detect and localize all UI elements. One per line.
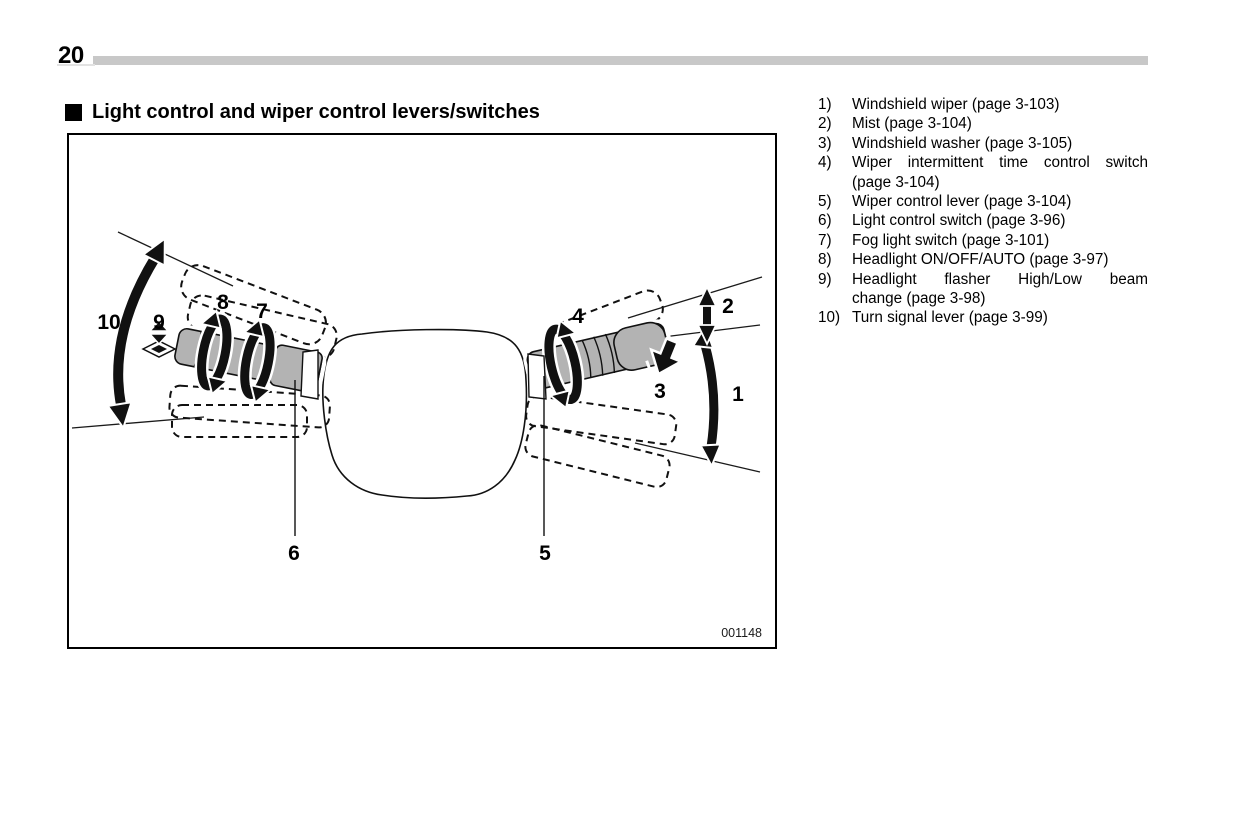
- legend-item-line: Mist (page 3-104): [852, 115, 972, 133]
- legend-item-text: Wiper intermittent time control switch(p…: [852, 153, 1148, 192]
- washer-push-arrow-icon: [645, 336, 684, 386]
- callout-5: 5: [539, 542, 551, 565]
- legend-item-text: Headlight flasher High/Low beam change (p…: [852, 270, 1148, 309]
- figure-box: 1 2 3 4 5 6 7 8 9 10 001148: [67, 133, 777, 649]
- legend-item-line: Fog light switch (page 3-101): [852, 231, 1050, 249]
- legend-item: 9) Headlight flasher High/Low beam change …: [818, 270, 1150, 309]
- legend-item-number: 3): [818, 134, 832, 152]
- legend-item-number: 10): [818, 309, 841, 327]
- legend-item-line: Wiper intermittent time control switch: [852, 154, 1148, 172]
- legend-item-text: Windshield wiper (page 3-103): [852, 95, 1148, 114]
- legend-item: 4) Wiper intermittent time control switch…: [818, 153, 1150, 192]
- callout-3: 3: [654, 380, 666, 403]
- callout-10: 10: [97, 311, 120, 334]
- callout-2: 2: [722, 295, 734, 318]
- fog-light-switch-ring: [237, 317, 278, 405]
- legend-item-number: 4): [818, 154, 832, 172]
- steering-column-diagram: 1 2 3 4 5 6 7 8 9 10: [71, 231, 763, 565]
- legend-item-line: Windshield wiper (page 3-103): [852, 96, 1060, 113]
- legend-item-number: 2): [818, 115, 832, 133]
- headlight-flasher-icon: [141, 319, 177, 358]
- legend-item-line: Light control switch (page 3-96): [852, 212, 1066, 230]
- section-title-text: Light control and wiper control levers/s…: [92, 101, 540, 123]
- legend-item-text: Wiper control lever (page 3-104): [852, 192, 1148, 211]
- legend-item-line: (page 3-104): [852, 173, 940, 191]
- legend-item-text: Fog light switch (page 3-101): [852, 231, 1148, 250]
- section-title: Light control and wiper control levers/s…: [65, 101, 540, 124]
- legend-item-text: Mist (page 3-104): [852, 114, 1148, 133]
- header-bar: [93, 56, 1148, 65]
- callout-lines: [294, 376, 545, 536]
- header-rule: [57, 64, 95, 66]
- callout-4: 4: [572, 305, 584, 328]
- legend-item: 10) Turn signal lever (page 3-99): [818, 308, 1150, 327]
- callout-7: 7: [256, 300, 268, 323]
- figure-code: 001148: [721, 626, 762, 640]
- legend-item-number: 8): [818, 251, 832, 269]
- section-marker-icon: [65, 104, 82, 121]
- legend-item: 3) Windshield washer (page 3-105): [818, 134, 1150, 153]
- legend-item: 8) Headlight ON/OFF/AUTO (page 3-97): [818, 250, 1150, 269]
- callout-labels: 1 2 3 4 5 6 7 8 9 10: [97, 291, 744, 565]
- callout-1: 1: [732, 383, 744, 406]
- legend-item-line: Headlight flasher High/Low beam: [852, 270, 1148, 288]
- legend-item-number: 7): [818, 231, 832, 249]
- legend-item-text: Windshield washer (page 3-105): [852, 134, 1148, 153]
- legend-item: 7) Fog light switch (page 3-101): [818, 231, 1150, 250]
- legend-item-line: Wiper control lever (page 3-104): [852, 193, 1072, 211]
- wiper-lever-range-arrow: [691, 323, 723, 469]
- callout-8: 8: [217, 291, 229, 314]
- legend-list: 1) Windshield wiper (page 3-103) 2) Mist (p…: [818, 95, 1150, 328]
- callout-9: 9: [153, 311, 165, 334]
- steering-wheel-outline: [322, 328, 528, 499]
- legend-item-line: change (page 3-98): [852, 290, 986, 308]
- legend-item-line: Headlight ON/OFF/AUTO (page 3-97): [852, 251, 1109, 269]
- legend-item-number: 6): [818, 212, 832, 230]
- legend-item: 6) Light control switch (page 3-96): [818, 211, 1150, 230]
- legend-item: 1) Windshield wiper (page 3-103): [818, 95, 1150, 114]
- mist-arrow: [696, 284, 718, 347]
- legend-item-text: Turn signal lever (page 3-99): [852, 308, 1148, 327]
- legend-item: 2) Mist (page 3-104): [818, 114, 1150, 133]
- legend-item-number: 5): [818, 193, 832, 211]
- legend-item-text: Headlight ON/OFF/AUTO (page 3-97): [852, 250, 1148, 269]
- legend-item-line: Turn signal lever (page 3-99): [852, 309, 1048, 327]
- column-connectors: [300, 349, 547, 400]
- callout-6: 6: [288, 542, 300, 565]
- headlight-switch-ring: [194, 309, 234, 396]
- legend-item-text: Light control switch (page 3-96): [852, 211, 1148, 230]
- legend-item: 5) Wiper control lever (page 3-104): [818, 192, 1150, 211]
- legend-item-number: 1): [818, 96, 832, 113]
- legend-item-number: 9): [818, 270, 832, 288]
- legend-item-line: Windshield washer (page 3-105): [852, 134, 1073, 152]
- intermittent-time-ring: [541, 318, 585, 410]
- turn-signal-range-arrow: [105, 236, 166, 431]
